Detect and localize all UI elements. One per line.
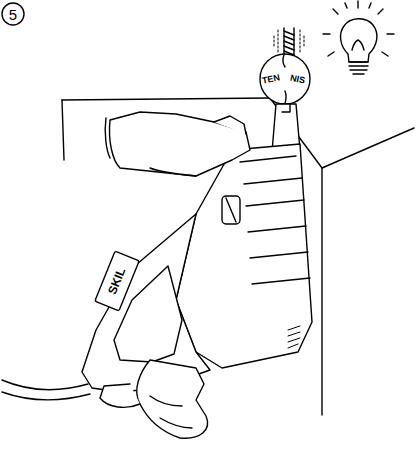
callout-circle <box>2 3 24 25</box>
light-bulb <box>323 1 394 74</box>
wall-corner <box>62 98 414 415</box>
brand-label: SKIL <box>106 266 127 296</box>
drill-body <box>82 104 312 392</box>
ball-text: TEN <box>261 73 280 86</box>
power-cord <box>2 380 88 390</box>
power-cord <box>2 392 90 400</box>
callout-number: 5 <box>9 7 17 22</box>
drill-bit <box>274 28 304 58</box>
tennis-ball <box>260 54 310 104</box>
lower-hand <box>100 360 208 438</box>
upper-hand <box>105 112 250 176</box>
ball-text: NIS <box>290 73 307 85</box>
